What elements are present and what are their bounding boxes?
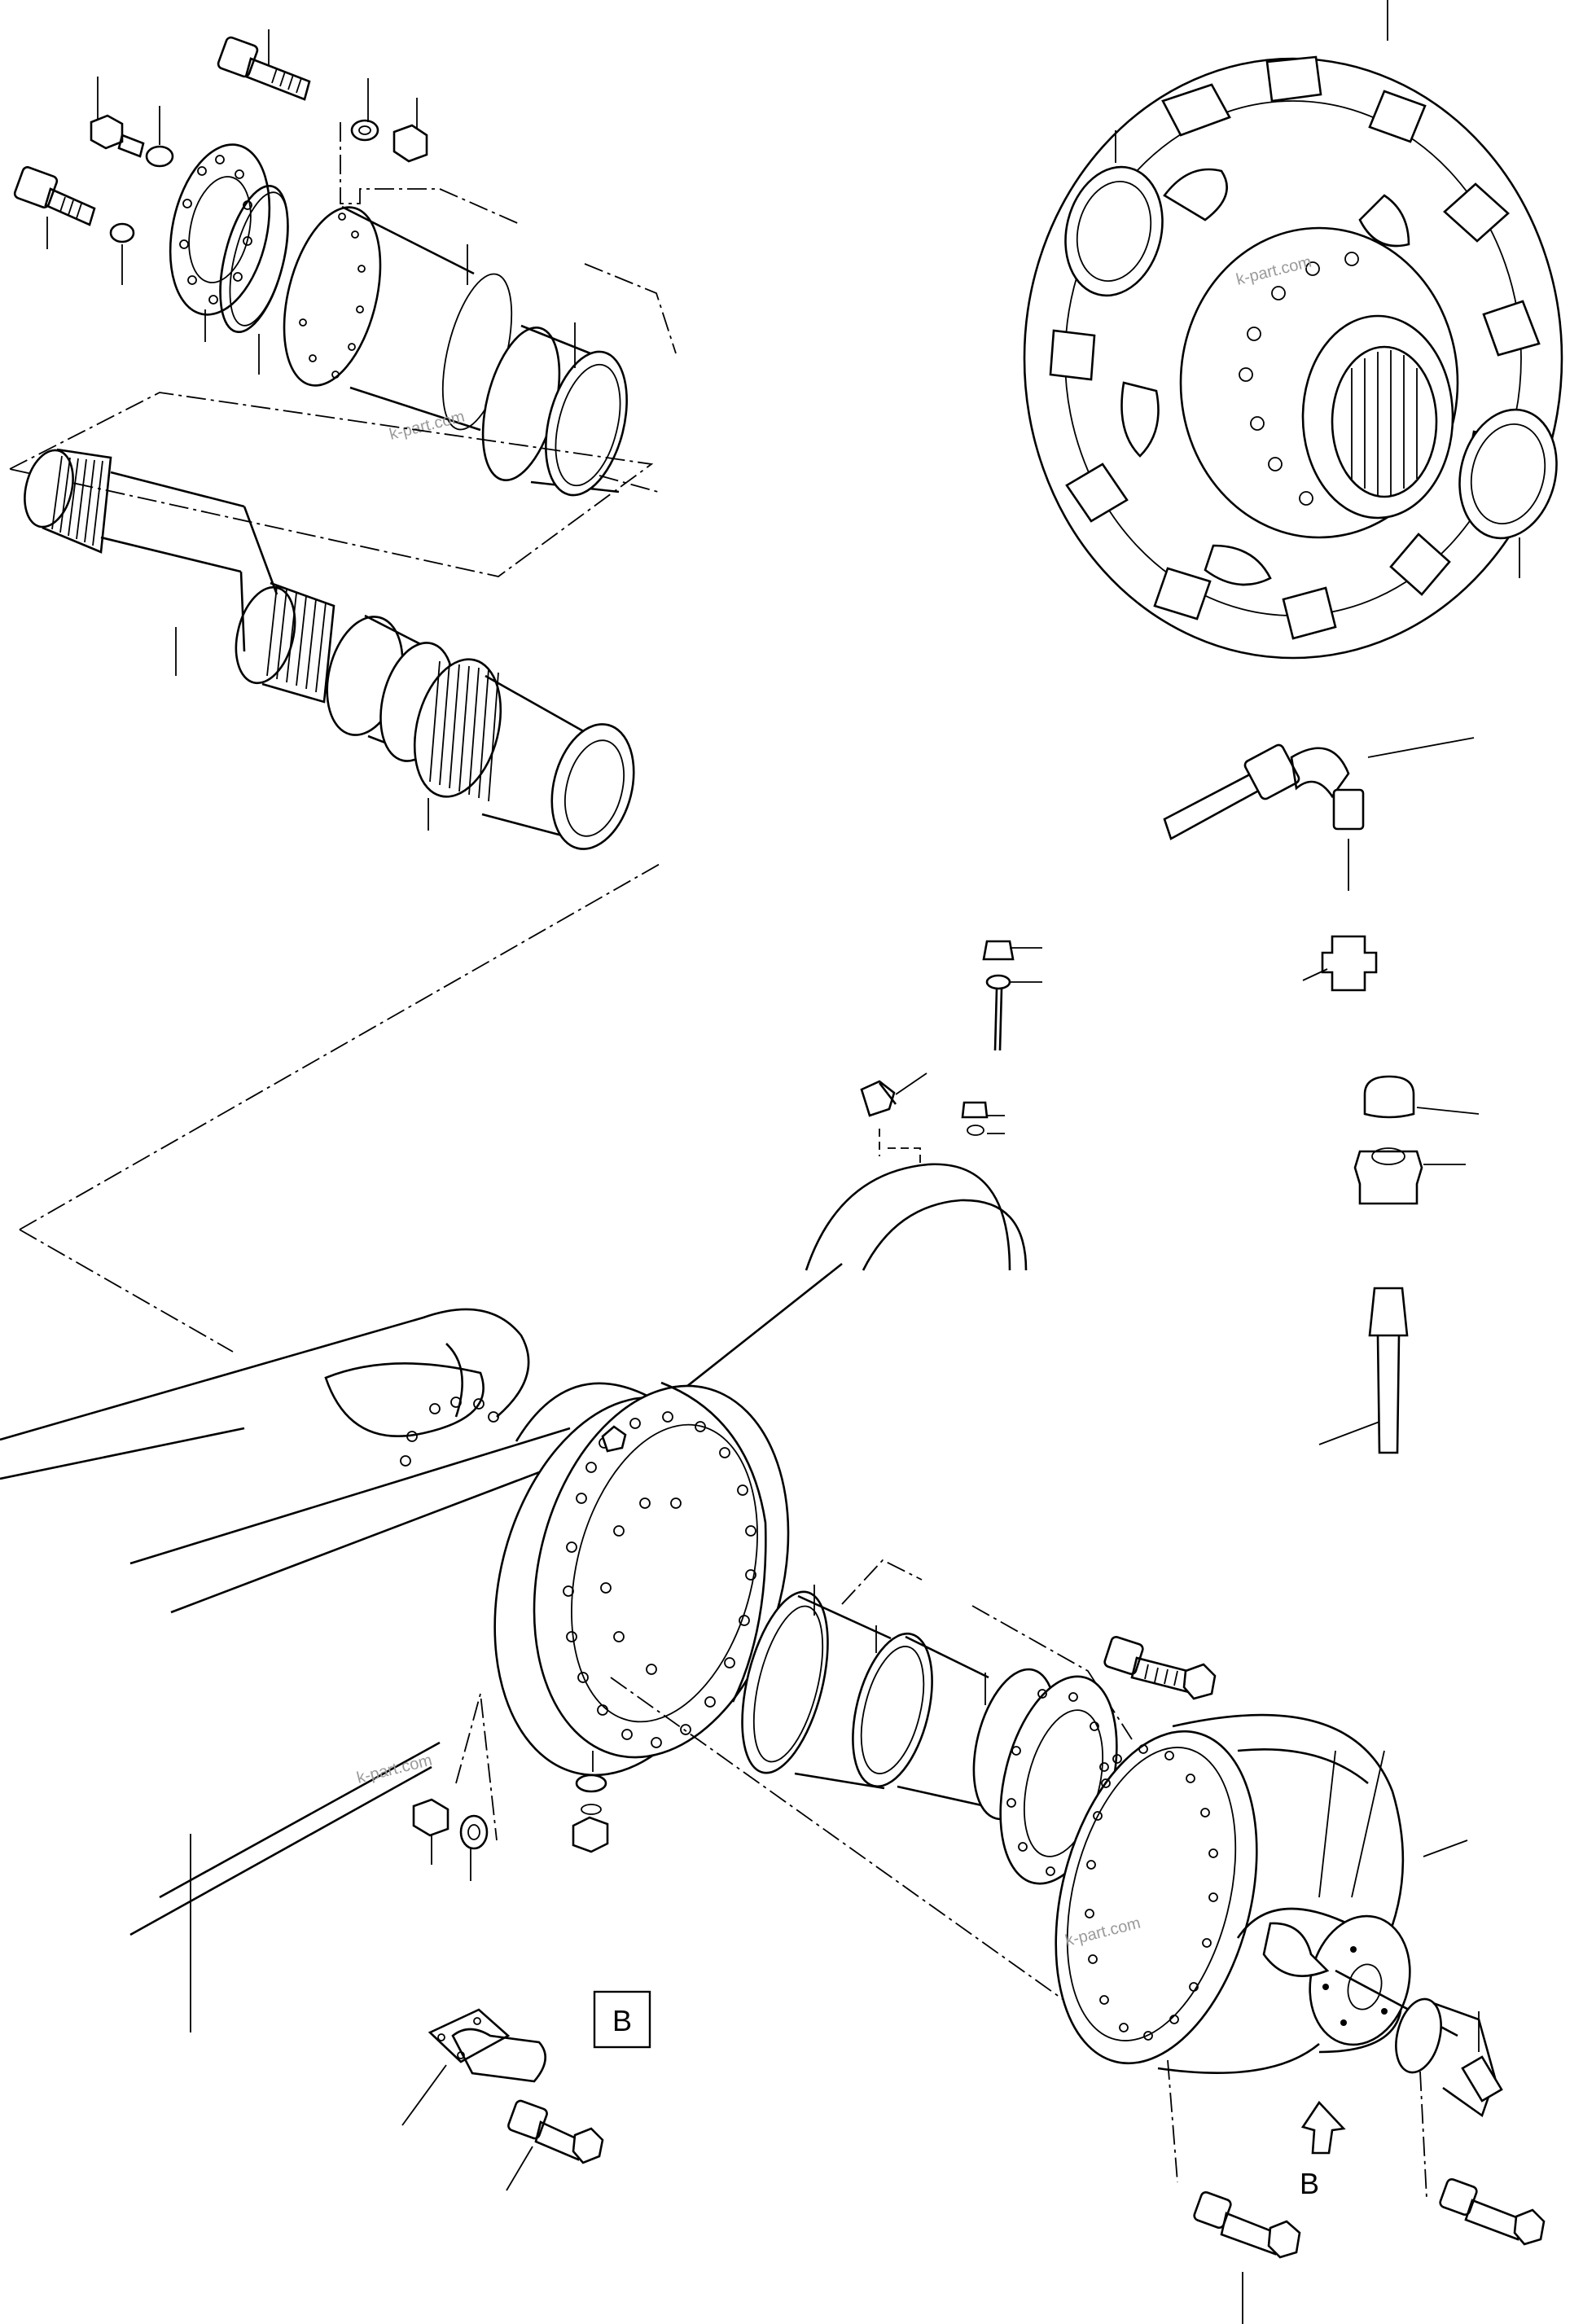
watermark-text-arm: k-part.com — [355, 1752, 434, 1787]
axle-shaft — [7, 392, 654, 850]
final-drive-assembly: k-part.com — [741, 1559, 1546, 2324]
mounting-ring — [412, 1381, 1092, 2020]
hose-fittings — [982, 737, 1480, 1454]
grease-fittings — [608, 1072, 1028, 1449]
sleeve-small — [481, 324, 628, 497]
view-label-box — [593, 1990, 651, 2049]
sleeve-large — [283, 205, 513, 432]
view-label-boxed: B — [612, 2004, 632, 2037]
view-label-arrow: B — [1300, 2167, 1319, 2200]
sprocket-hub: k-part.com — [1023, 0, 1563, 660]
housing-bolt-ring — [1085, 1744, 1218, 2041]
top-left-group: k-part.com — [13, 29, 677, 497]
view-b-detail: B B — [401, 1990, 1346, 2200]
view-b-arrow — [1300, 2100, 1346, 2155]
flange-disc — [169, 143, 271, 316]
bolt-top — [217, 36, 311, 101]
